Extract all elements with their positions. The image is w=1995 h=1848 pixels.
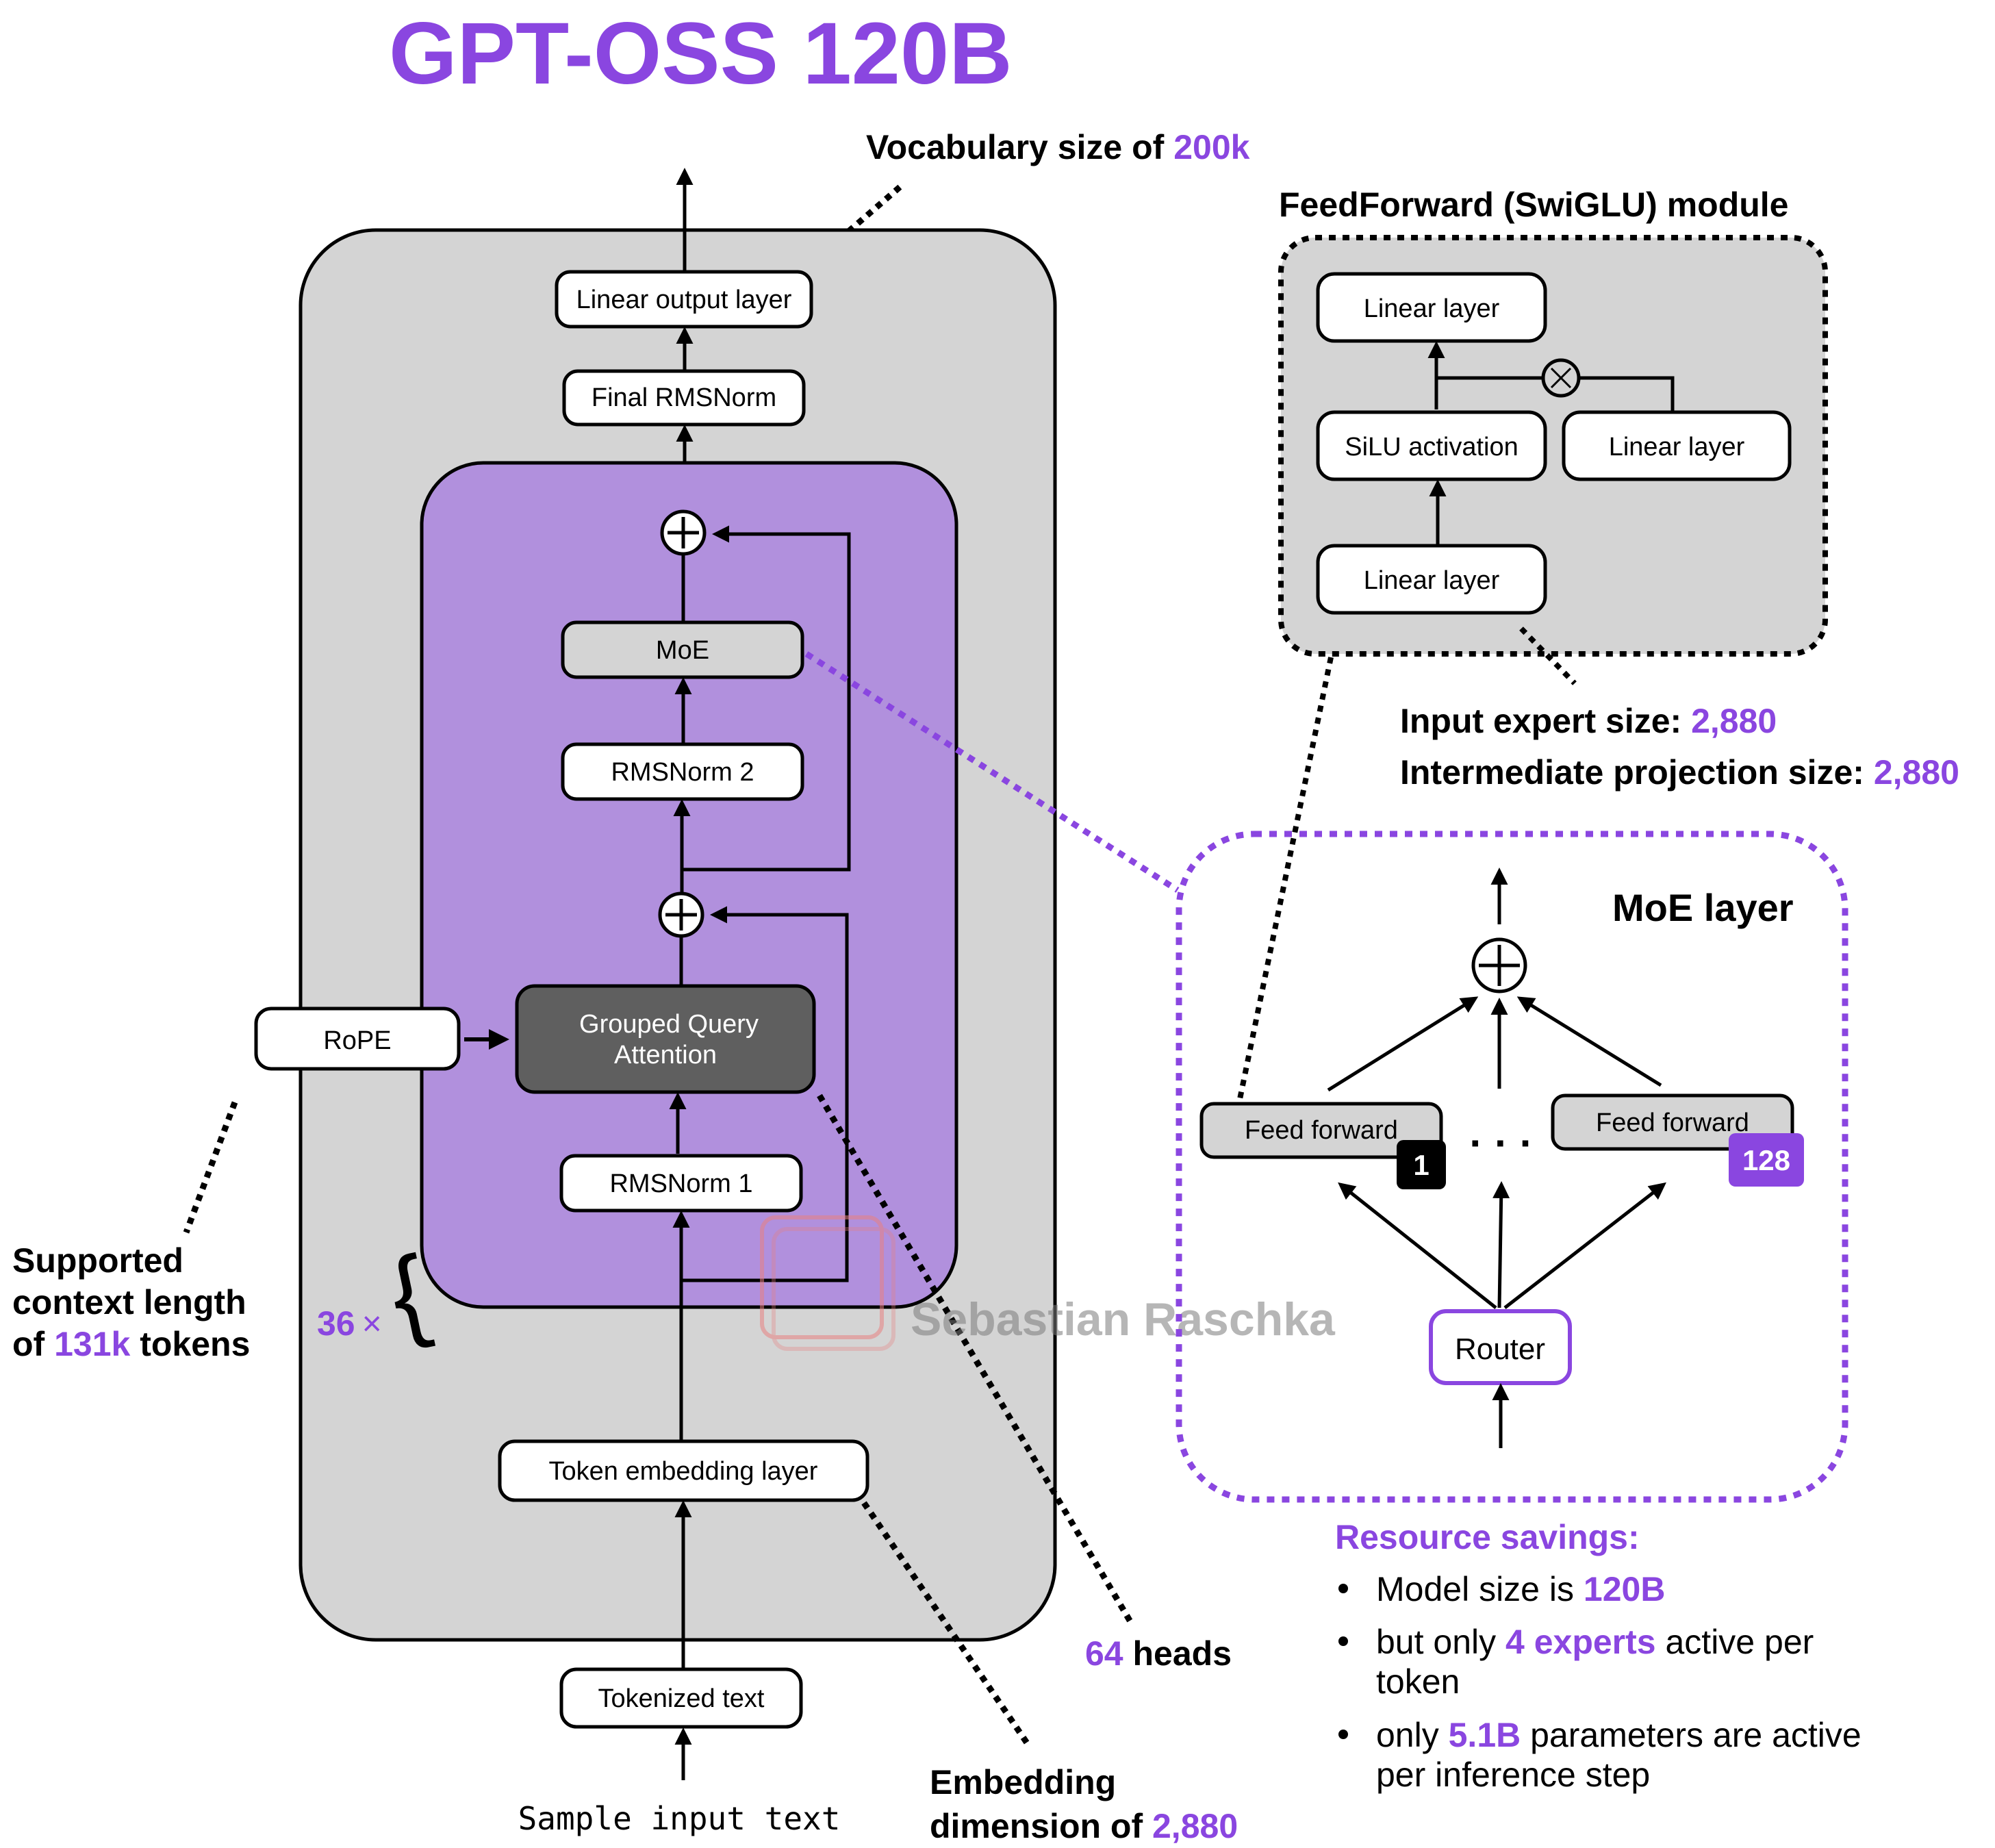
- repeat-count: 36×: [317, 1304, 382, 1343]
- rope-box[interactable]: RoPE: [254, 1007, 461, 1071]
- rmsnorm-1[interactable]: RMSNorm 1: [559, 1154, 803, 1213]
- expert-left-label: Feed forward: [1245, 1116, 1398, 1145]
- sample-input-text: Sample input text: [518, 1800, 841, 1837]
- ff-linear-bottom[interactable]: Linear layer: [1316, 544, 1547, 615]
- token-embedding-layer[interactable]: Token embedding layer: [498, 1439, 869, 1502]
- ff-linear-right[interactable]: Linear layer: [1562, 410, 1792, 481]
- expert-right-badge-label: 128: [1742, 1144, 1790, 1176]
- linear-output-label: Linear output layer: [576, 286, 792, 314]
- ff-linear-right-label: Linear layer: [1609, 433, 1745, 461]
- final-rmsnorm[interactable]: Final RMSNorm: [562, 369, 806, 427]
- ff-right-line: [1579, 376, 1675, 411]
- moe-sum-node: [1471, 937, 1527, 993]
- saving-item-2-line2: token: [1376, 1662, 1460, 1701]
- linear-output-layer[interactable]: Linear output layer: [555, 270, 813, 329]
- rmsnorm-1-label: RMSNorm 1: [609, 1169, 752, 1198]
- token-embedding-label: Token embedding layer: [549, 1457, 818, 1486]
- moe-layer-title: MoE layer: [1612, 886, 1794, 929]
- tokenized-text-label: Tokenized text: [598, 1684, 765, 1713]
- residual-add-bottom: [658, 891, 704, 938]
- expert-left-badge: [1397, 1140, 1446, 1189]
- saving-item-3-line2: per inference step: [1376, 1756, 1650, 1794]
- context-annotation: Supported context length of 131k tokens: [12, 1241, 256, 1363]
- gqa-label-line2: Attention: [614, 1041, 717, 1069]
- tokenized-text-box[interactable]: Tokenized text: [559, 1667, 803, 1729]
- experts-ellipsis: · · ·: [1469, 1120, 1533, 1166]
- watermark-text: Sebastian Raschka: [911, 1293, 1336, 1345]
- context-leader-line: [183, 1101, 238, 1234]
- arrow-right-expert-to-sum: [1516, 996, 1662, 1087]
- expert-right[interactable]: Feed forward 128: [1551, 1093, 1804, 1187]
- arrow-router-to-middle: [1492, 1181, 1510, 1308]
- saving-item-3: only 5.1B parameters are active: [1376, 1716, 1861, 1754]
- moe-box[interactable]: MoE: [561, 620, 804, 679]
- residual-add-top: [660, 509, 707, 556]
- router-box[interactable]: Router: [1429, 1309, 1572, 1385]
- vocab-value: 200k: [1173, 128, 1249, 166]
- rmsnorm-2-label: RMSNorm 2: [611, 758, 754, 787]
- expert-right-label: Feed forward: [1596, 1109, 1749, 1137]
- expert-left-badge-label: 1: [1413, 1149, 1429, 1181]
- grouped-query-attention[interactable]: Grouped Query Attention: [515, 984, 816, 1094]
- resource-savings-list: Model size is 120B but only 4 experts ac…: [1338, 1570, 1861, 1794]
- heads-leader-line: [817, 1093, 1134, 1625]
- residual-connection-2: [683, 525, 851, 872]
- bullet-1: [1338, 1584, 1348, 1593]
- multiply-node: [1541, 358, 1581, 398]
- feedforward-title: FeedForward (SwiGLU) module: [1279, 186, 1788, 224]
- expert-left[interactable]: Feed forward 1: [1199, 1102, 1446, 1189]
- resource-savings-title: Resource savings:: [1335, 1518, 1640, 1556]
- diagram-title: GPT-OSS 120B: [389, 5, 1013, 103]
- vocab-label: Vocabulary size of: [866, 128, 1173, 166]
- residual-connection-1: [683, 906, 849, 1282]
- vocab-annotation: Vocabulary size of 200k: [866, 128, 1250, 166]
- embedding-annotation: Embedding dimension of 2,880: [930, 1763, 1238, 1845]
- ff-leader-to-sizes: [1519, 626, 1577, 685]
- gqa-label-line1: Grouped Query: [579, 1010, 759, 1039]
- ff-silu-activation[interactable]: SiLU activation: [1316, 410, 1547, 481]
- ff-linear-top-label: Linear layer: [1364, 294, 1500, 323]
- ff-linear-top[interactable]: Linear layer: [1316, 272, 1547, 343]
- expert-sizes-annotation: Input expert size: 2,880 Intermediate pr…: [1400, 702, 1959, 792]
- router-label: Router: [1455, 1332, 1545, 1366]
- vocab-leader-line: [809, 182, 904, 266]
- saving-item-2: but only 4 experts active per: [1376, 1623, 1814, 1661]
- arrow-router-to-right: [1503, 1182, 1666, 1309]
- heads-annotation: 64 heads: [1085, 1634, 1232, 1673]
- rmsnorm-2[interactable]: RMSNorm 2: [561, 742, 804, 801]
- moe-label: MoE: [656, 636, 709, 665]
- arrow-router-to-left: [1338, 1182, 1497, 1309]
- bullet-2: [1338, 1636, 1348, 1646]
- saving-item-1: Model size is 120B: [1376, 1570, 1665, 1608]
- ff-leader-to-expert: [1236, 657, 1334, 1103]
- bullet-3: [1338, 1730, 1348, 1739]
- ff-linear-bottom-label: Linear layer: [1364, 566, 1500, 595]
- watermark: Sebastian Raschka: [760, 1215, 1336, 1351]
- arrow-left-expert-to-sum: [1327, 996, 1479, 1092]
- moe-layer-container: [1176, 831, 1848, 1503]
- rope-label: RoPE: [323, 1026, 391, 1055]
- expert-right-badge: [1729, 1133, 1804, 1187]
- final-rmsnorm-label: Final RMSNorm: [592, 383, 776, 412]
- moe-leader-line: [804, 651, 1180, 893]
- ff-silu-label: SiLU activation: [1345, 433, 1518, 461]
